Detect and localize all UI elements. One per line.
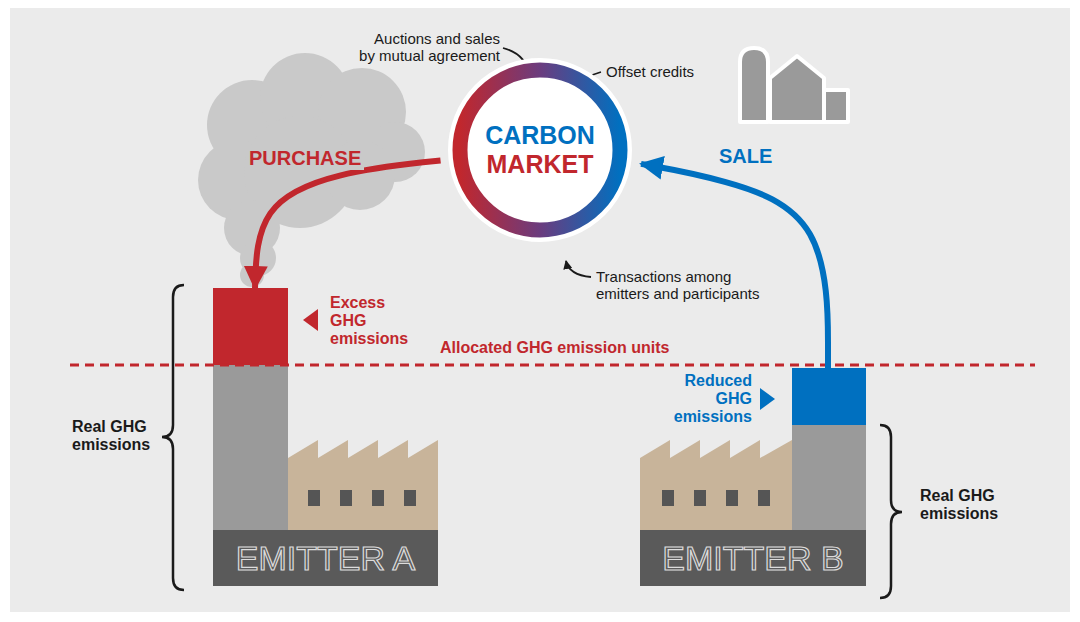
emitter-b-factory xyxy=(640,368,866,586)
smoke-cloud xyxy=(198,53,425,287)
emitter-box: EMITTER B xyxy=(640,368,866,586)
excess-emissions-block xyxy=(213,288,288,365)
emitter-name: EMITTER B xyxy=(662,538,843,578)
flow-arrow xyxy=(255,160,441,288)
callout-label: Real GHG emissions xyxy=(920,487,1020,523)
callout-label: Auctions and sales by mutual agreement xyxy=(355,30,500,64)
panel-ground xyxy=(10,8,1070,612)
farm-icon xyxy=(740,48,848,122)
flow-arrow xyxy=(641,164,828,368)
callout-label: Transactions among emitters and particip… xyxy=(596,268,786,302)
edge-label: SALE xyxy=(716,144,775,168)
reduced-emissions-block xyxy=(792,368,866,425)
callout-label: Reduced GHG emissions xyxy=(658,372,752,426)
allocation-line xyxy=(70,364,1035,367)
emitter-a-factory xyxy=(213,288,438,586)
pointer-triangle xyxy=(760,388,775,410)
callout-label: Real GHG emissions xyxy=(72,418,172,454)
emitter-name: EMITTER A xyxy=(236,538,415,578)
callout-label: Excess GHG emissions xyxy=(330,294,420,348)
callout-label: Allocated GHG emission units xyxy=(440,339,669,357)
callout-label: Offset credits xyxy=(606,63,694,80)
leader-line xyxy=(566,261,591,277)
brace xyxy=(162,285,184,590)
market-title: CARBON xyxy=(485,121,595,150)
pointer-triangle xyxy=(303,309,318,331)
brace xyxy=(880,425,902,598)
market-title: MARKET xyxy=(487,150,594,179)
edge-label: PURCHASE xyxy=(246,146,364,170)
market-circle: CARBONMARKET xyxy=(448,58,632,242)
